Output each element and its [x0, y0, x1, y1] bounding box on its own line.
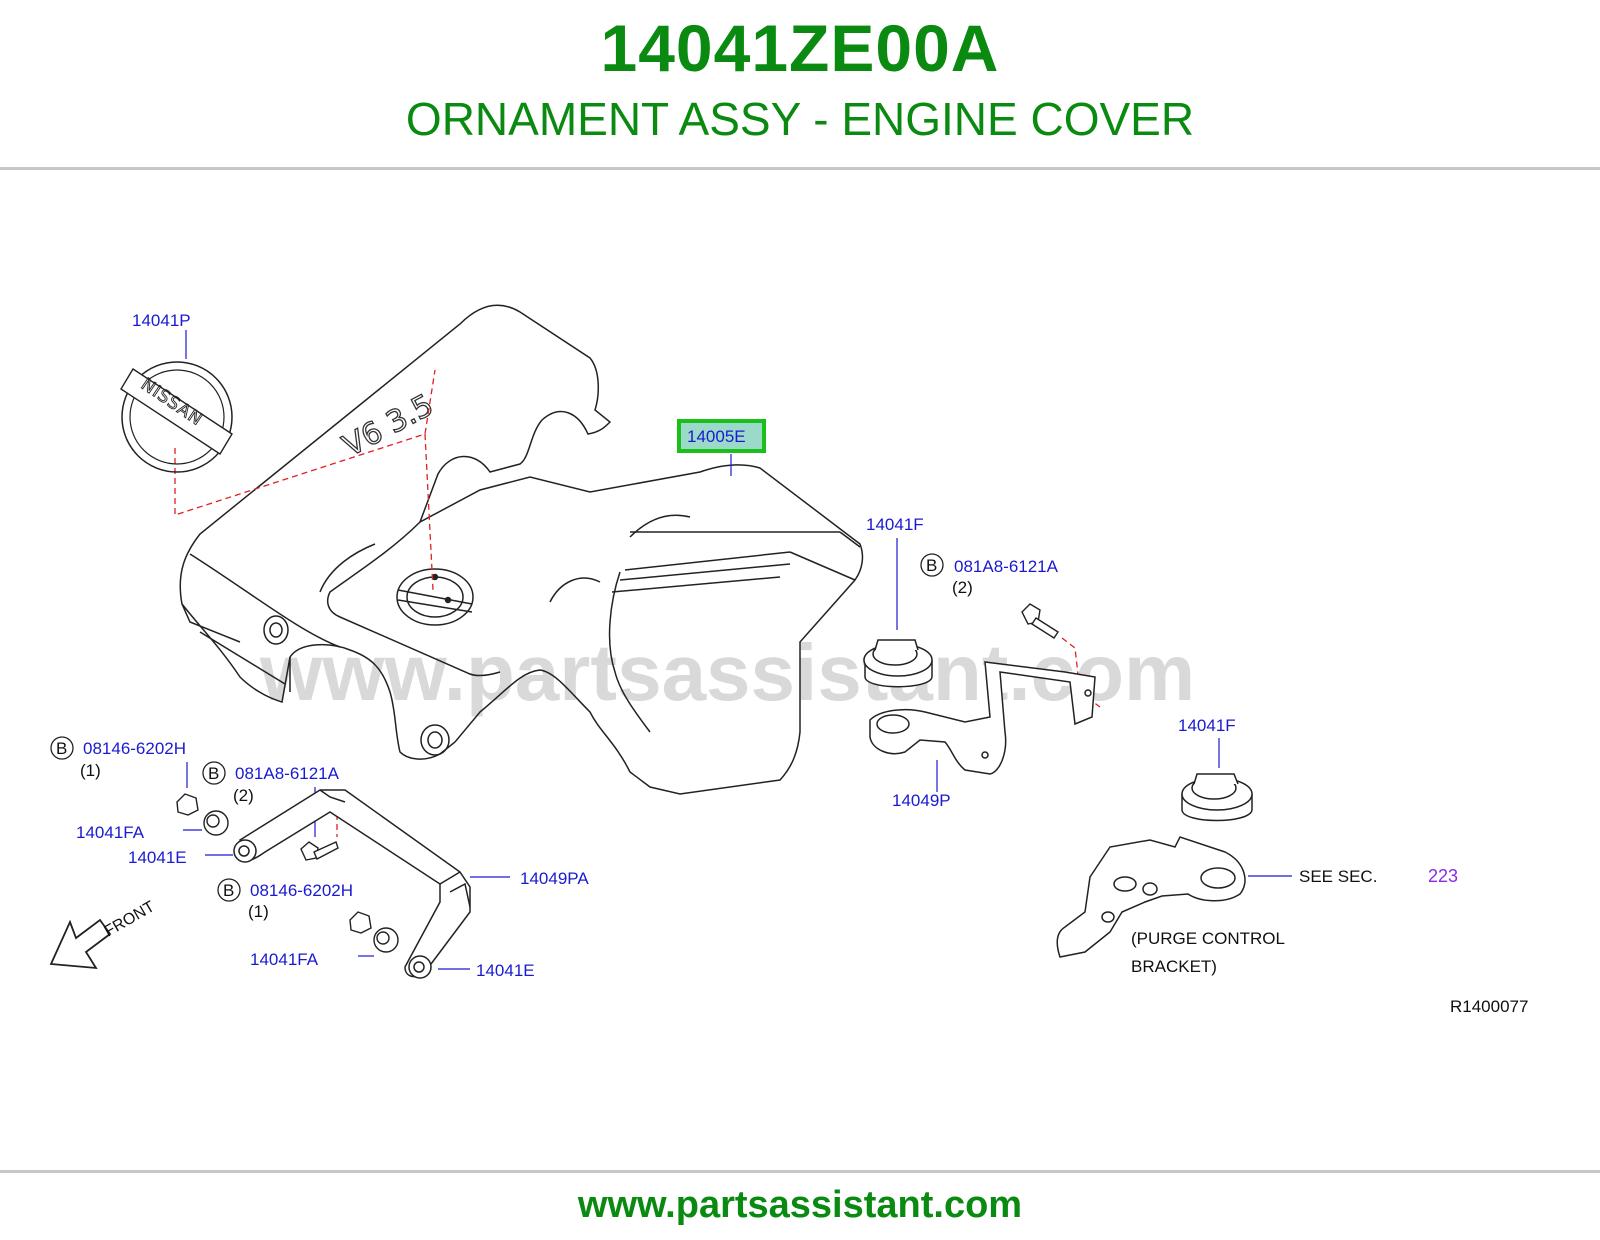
callout-14041P[interactable]: 14041P	[132, 311, 191, 330]
callout-08146-6202H-bottom-qty: (1)	[248, 902, 269, 921]
section-link-223[interactable]: 223	[1428, 866, 1458, 886]
callout-14041FA-top[interactable]: 14041FA	[76, 823, 145, 842]
callout-081A8-6121A-left-qty: (2)	[233, 786, 254, 805]
front-label: FRONT	[102, 898, 158, 940]
callout-14049P[interactable]: 14049P	[892, 791, 951, 810]
callout-081A8-6121A-right[interactable]: 081A8-6121A	[954, 557, 1059, 576]
callout-14005E[interactable]: 14005E	[687, 427, 746, 446]
engine-cover-drawing[interactable]: V6 3.5	[179, 304, 864, 795]
callout-14049PA[interactable]: 14049PA	[520, 869, 589, 888]
callout-08146-6202H-top[interactable]: 08146-6202H	[83, 739, 186, 758]
grommet-upper-drawing[interactable]	[863, 639, 933, 688]
callout-14041FA-bottom[interactable]: 14041FA	[250, 950, 319, 969]
footer-divider	[0, 1170, 1600, 1173]
callout-14005E-highlight[interactable]	[677, 419, 766, 453]
b-marker-label: B	[926, 556, 937, 575]
bolt-right-drawing[interactable]	[1021, 603, 1059, 639]
part-number-title: 14041ZE00A	[600, 11, 1000, 85]
callout-14041E-bottom[interactable]: 14041E	[476, 961, 535, 980]
bracket-14049P-drawing[interactable]	[869, 661, 1096, 775]
grommet-lower-drawing[interactable]	[1181, 773, 1253, 822]
b-marker-icon	[920, 553, 944, 577]
parts-diagram: www.partsassistant.com V6 3.5	[49, 304, 1528, 1016]
left-fasteners-drawing[interactable]	[176, 793, 399, 953]
header-divider	[0, 167, 1600, 170]
callout-14041F-lower[interactable]: 14041F	[1178, 716, 1236, 735]
callout-08146-6202H-top-qty: (1)	[80, 761, 101, 780]
b-marker-icon	[202, 761, 226, 785]
callout-14041F-upper[interactable]: 14041F	[866, 515, 924, 534]
reference-code: R1400077	[1450, 997, 1528, 1016]
b-marker-icon	[50, 736, 74, 760]
bracket-14049PA-drawing[interactable]	[233, 789, 471, 979]
callout-081A8-6121A-left[interactable]: 081A8-6121A	[235, 764, 340, 783]
callout-081A8-6121A-right-qty: (2)	[952, 578, 973, 597]
page-header: 14041ZE00A ORNAMENT ASSY - ENGINE COVER	[0, 0, 1600, 170]
see-section-label: SEE SEC.	[1299, 867, 1377, 886]
nissan-emblem-drawing[interactable]: NISSAN	[120, 361, 233, 473]
purge-control-label-1: (PURGE CONTROL	[1131, 929, 1285, 948]
emblem-guide-lines	[174, 369, 436, 591]
purge-control-bracket-drawing[interactable]	[1056, 836, 1246, 958]
cover-lettering: V6 3.5	[337, 388, 439, 464]
footer-url[interactable]: www.partsassistant.com	[577, 1184, 1023, 1226]
part-description: ORNAMENT ASSY - ENGINE COVER	[405, 93, 1195, 145]
b-marker-label: B	[56, 739, 67, 758]
purge-control-label-2: BRACKET)	[1131, 957, 1217, 976]
b-marker-icon	[217, 878, 241, 902]
b-marker-label: B	[223, 881, 234, 900]
callout-14041E-top[interactable]: 14041E	[128, 848, 187, 867]
b-marker-label: B	[208, 764, 219, 783]
callout-08146-6202H-bottom[interactable]: 08146-6202H	[250, 881, 353, 900]
front-arrow-icon	[49, 918, 112, 970]
